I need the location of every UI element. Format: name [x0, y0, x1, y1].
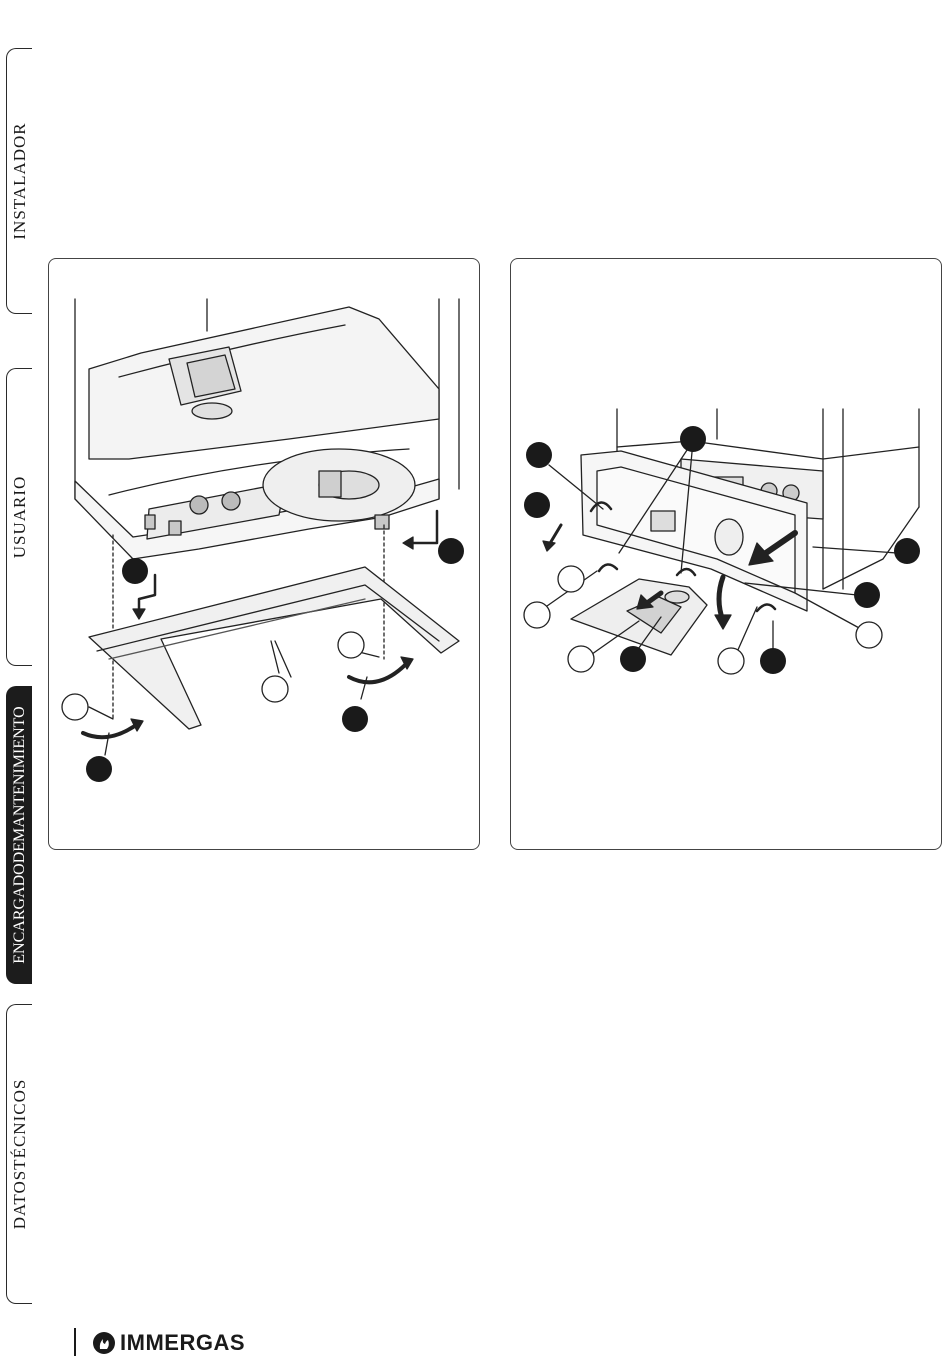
figure-panel-control-panel — [510, 258, 942, 850]
logo-text: IMMERGAS — [120, 1330, 245, 1356]
side-tab-usuario[interactable]: USUARIO — [6, 368, 32, 666]
side-tab-label: DATOSTÉCNICOS — [10, 1079, 30, 1230]
boiler-control-panel-illustration — [511, 259, 943, 851]
side-tab-label: USUARIO — [10, 476, 30, 559]
immergas-logo: IMMERGAS — [92, 1330, 245, 1356]
side-tab-encargado-de-mantenimiento[interactable]: ENCARGADODEMANTENIMIENTO — [6, 686, 32, 984]
side-tab-label: ENCARGADODEMANTENIMIENTO — [11, 706, 29, 963]
immergas-flame-icon — [92, 1331, 116, 1355]
side-tab-label: INSTALADOR — [10, 122, 30, 239]
side-tab-instalador[interactable]: INSTALADOR — [6, 48, 32, 314]
figure-panel-lower-cover — [48, 258, 480, 850]
boiler-lower-cover-illustration — [49, 259, 481, 851]
side-tab-datos-tecnicos[interactable]: DATOSTÉCNICOS — [6, 1004, 32, 1304]
footer-divider — [74, 1328, 76, 1356]
